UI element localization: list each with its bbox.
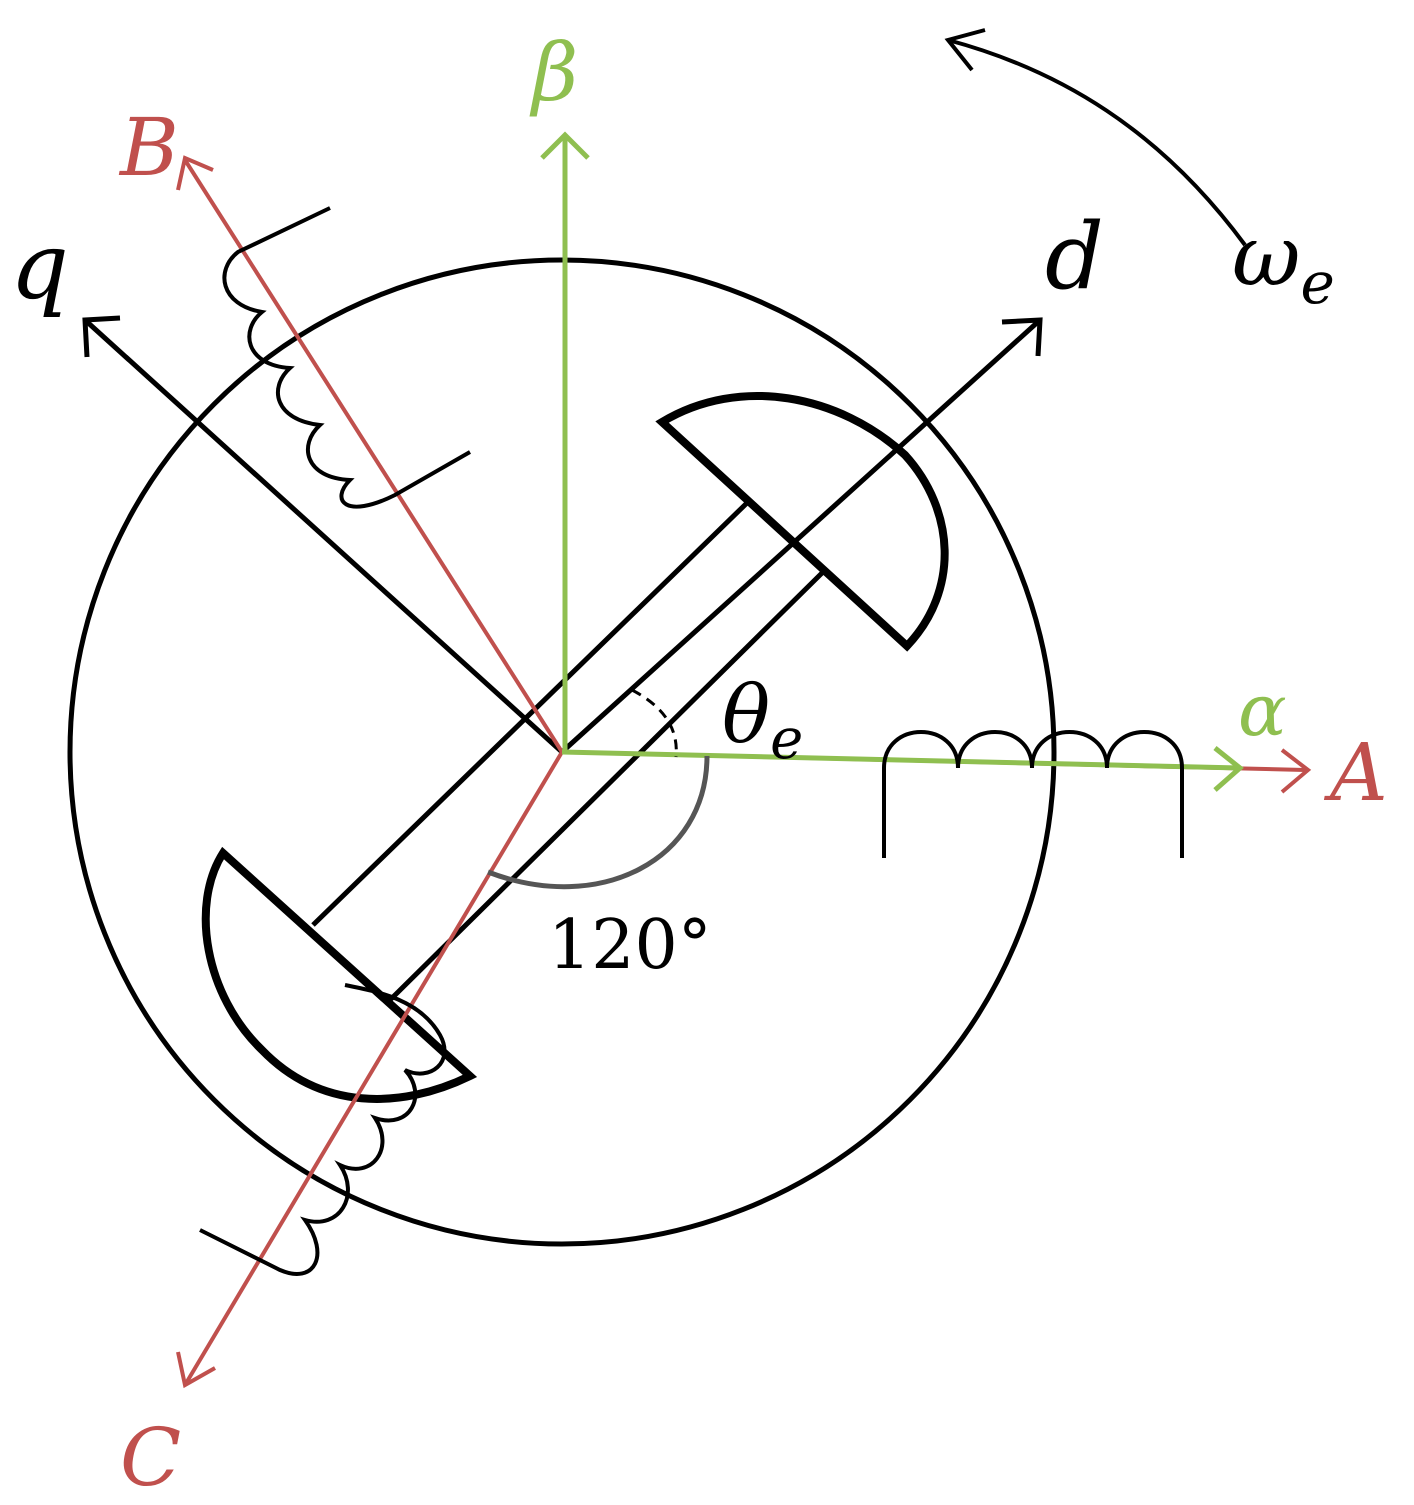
d-axis: [560, 318, 1042, 754]
rotor-shaft-upper-edge: [311, 498, 752, 927]
label-axis-c: C: [120, 1411, 181, 1504]
q-axis-arrowhead: [82, 315, 121, 358]
label-angle-120: 120°: [548, 906, 712, 985]
rotor-pole-north: [655, 392, 949, 652]
label-axis-a: A: [1323, 726, 1388, 819]
label-axis-b: B: [118, 101, 179, 194]
beta-axis-arrowhead: [540, 131, 590, 160]
rotor-axes: [82, 315, 1043, 754]
a-axis-arrowhead: [1280, 748, 1312, 794]
stator-circle: [67, 257, 1057, 1247]
b-axis-arrowhead: [176, 155, 214, 191]
label-axis-alpha: α: [1238, 668, 1287, 752]
angle-120-arc: [487, 755, 710, 890]
label-axis-q: q: [10, 213, 69, 320]
omega-subscript: e: [1301, 249, 1335, 317]
rotor-shaft-lower-edge: [388, 570, 825, 1002]
omega-symbol: ω: [1232, 207, 1301, 305]
rotor: [201, 392, 949, 1103]
c-axis: [183, 750, 564, 1387]
theta-subscript: e: [770, 707, 803, 772]
c-axis-arrowhead: [176, 1351, 216, 1389]
label-theta-e: θe: [722, 668, 803, 772]
stationary-axes: [540, 131, 1244, 792]
label-omega-e: ωe: [1232, 207, 1335, 317]
label-axis-beta: β: [529, 26, 578, 119]
winding-b: [222, 206, 471, 509]
q-axis: [83, 318, 564, 754]
rotation-arrow: [944, 28, 1247, 247]
b-axis: [183, 158, 564, 754]
winding-c: [199, 983, 447, 1276]
alpha-axis: [561, 749, 1241, 771]
d-axis-arrowhead: [1001, 317, 1043, 357]
winding-a: [882, 730, 1184, 858]
theta-symbol: θ: [722, 668, 770, 761]
label-axis-d: d: [1045, 203, 1104, 310]
theta-arc: [631, 688, 678, 758]
alpha-axis-arrowhead: [1213, 746, 1244, 792]
